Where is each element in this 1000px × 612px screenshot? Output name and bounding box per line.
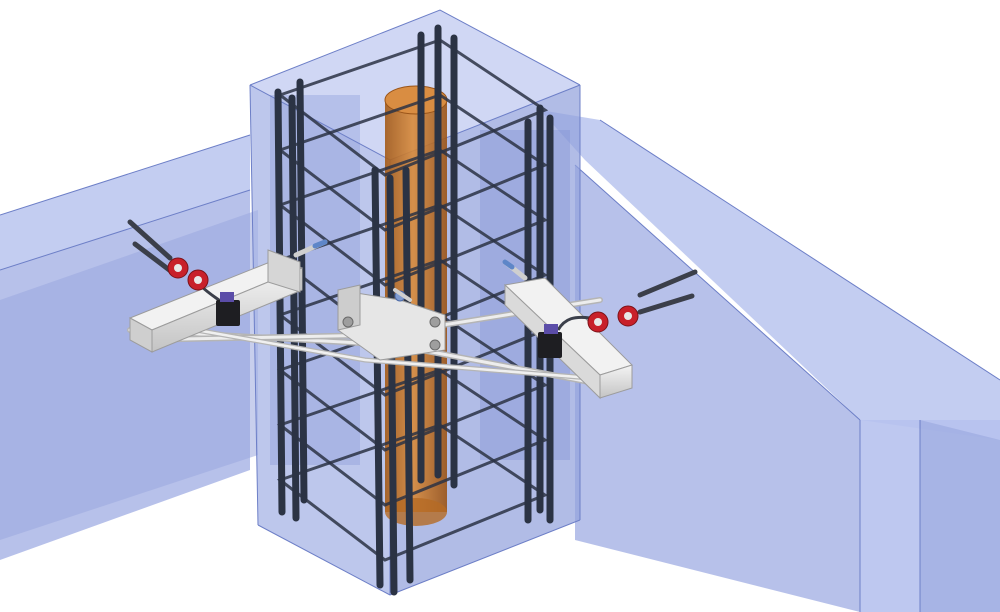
core-pipe-bottom (385, 498, 447, 526)
left-actuator (216, 300, 240, 326)
left-clamp-unit (127, 219, 240, 326)
right-beam-front (575, 165, 860, 612)
center-plate (337, 284, 446, 361)
beams (0, 110, 1000, 612)
right-clamp-unit (538, 269, 698, 358)
right-hose-2 (637, 293, 695, 315)
left-hose-2 (132, 241, 175, 275)
rebar-left (274, 78, 308, 522)
studs (293, 239, 528, 302)
left-beam-top (0, 135, 250, 270)
right-beam-top (540, 110, 1000, 440)
rebar-back (417, 24, 458, 489)
right-actuator (538, 332, 562, 358)
left-hose-1 (127, 219, 173, 261)
right-beam-end-side (920, 420, 1000, 612)
column-top (250, 10, 580, 160)
rebar-front (371, 166, 414, 596)
right-hose-1 (637, 269, 698, 298)
right-hose-3 (556, 315, 591, 331)
